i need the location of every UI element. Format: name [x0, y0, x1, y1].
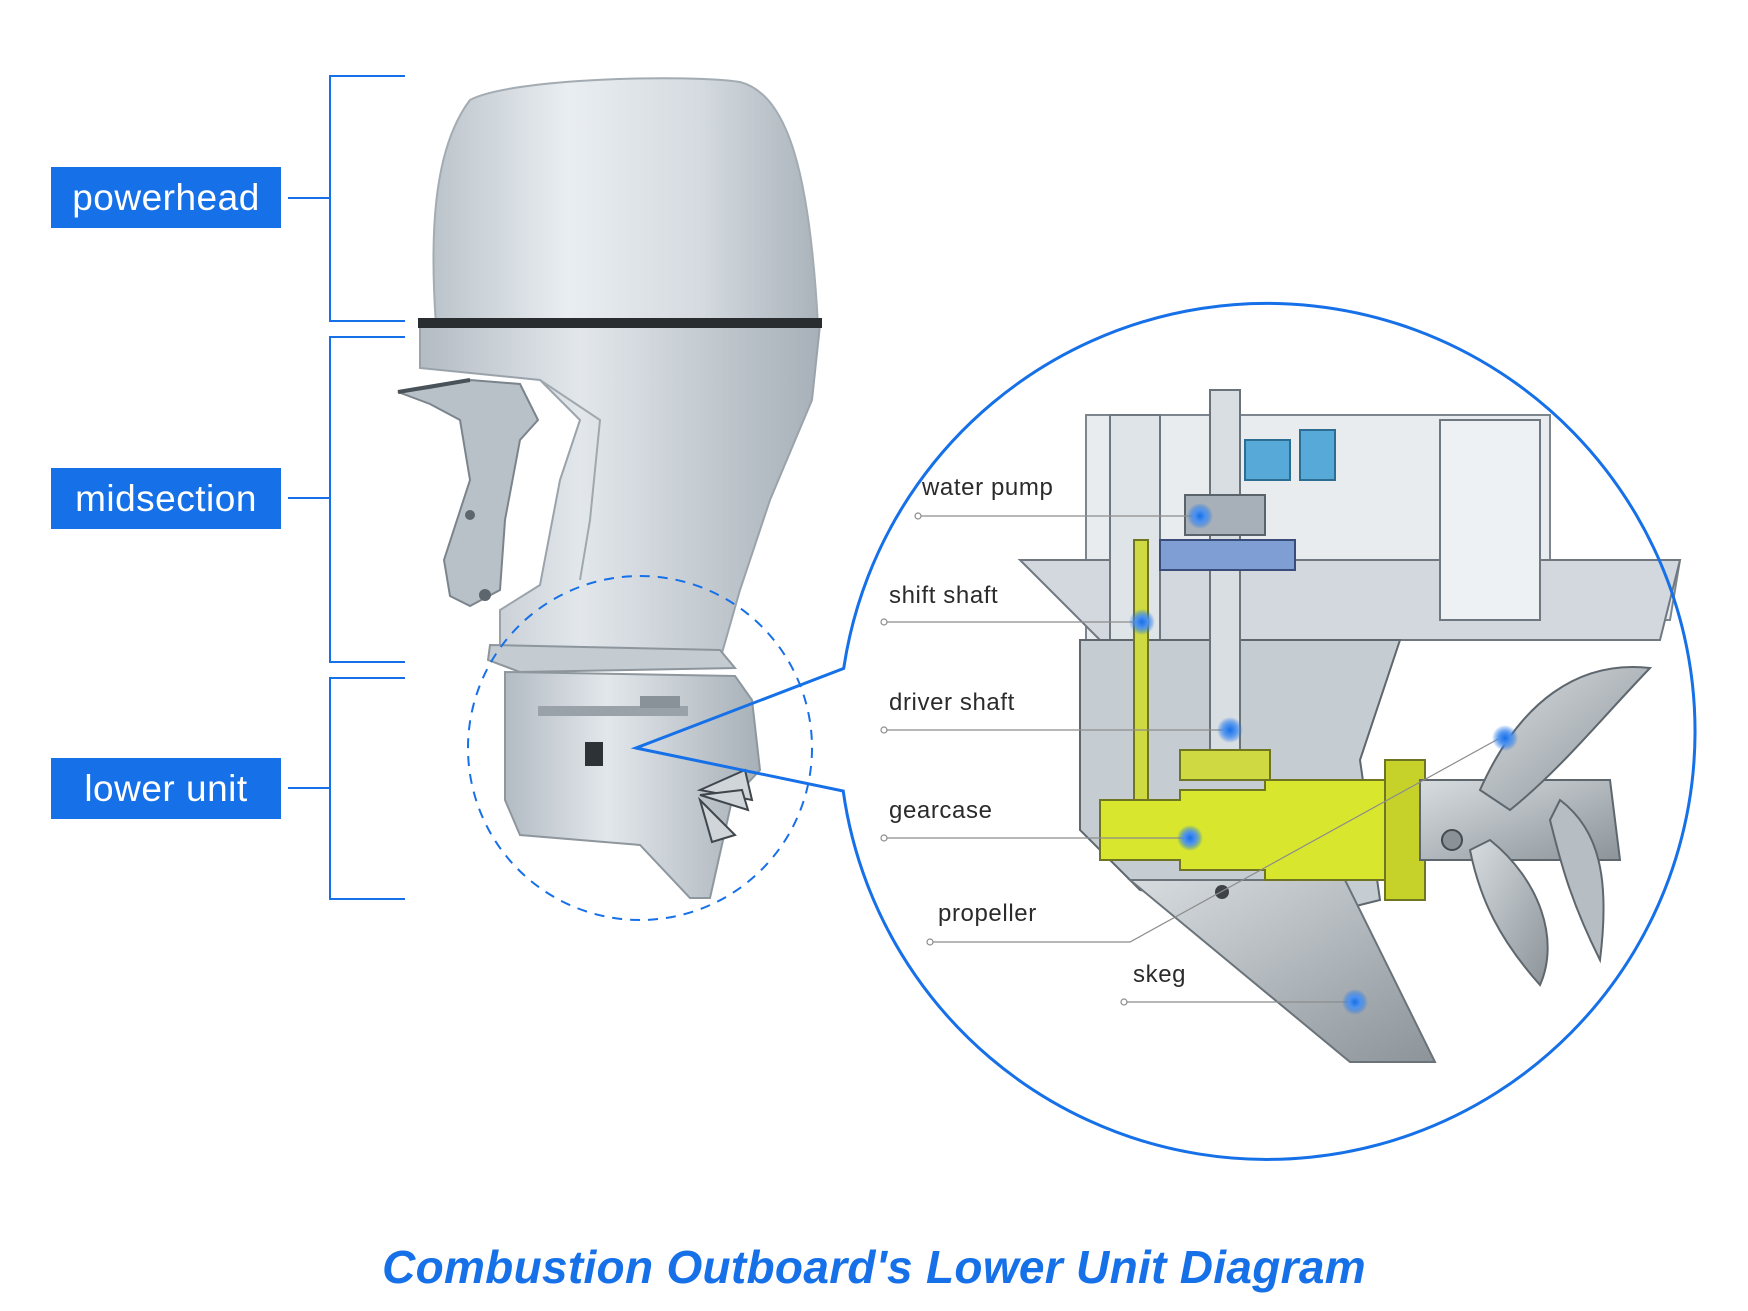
part-label-skeg: skeg — [1133, 961, 1187, 988]
part-label-propeller: propeller — [938, 900, 1037, 927]
driver-shaft-marker — [1217, 717, 1243, 743]
propeller-marker — [1492, 725, 1518, 751]
shift-shaft-marker — [1129, 609, 1155, 635]
section-brackets — [288, 75, 405, 900]
part-marker-dots — [1129, 503, 1518, 1015]
gearcase-marker — [1177, 825, 1203, 851]
powerhead-bracket — [329, 75, 405, 322]
section-label-lower-unit: lower unit — [51, 758, 281, 819]
lower-unit-cutaway-illustration — [630, 290, 1721, 1161]
part-label-water-pump: water pump — [922, 474, 1054, 501]
outboard-motor-illustration — [397, 77, 822, 921]
part-label-gearcase: gearcase — [889, 797, 993, 824]
part-label-shift-shaft: shift shaft — [889, 582, 999, 609]
section-label-powerhead: powerhead — [51, 167, 281, 228]
leader-start-dots — [880, 512, 1128, 1006]
section-label-midsection: midsection — [51, 468, 281, 529]
midsection-bracket — [329, 336, 405, 663]
lower-unit-bracket — [329, 677, 405, 900]
part-label-driver-shaft: driver shaft — [889, 689, 1015, 716]
callout-bubble-outline — [630, 301, 1697, 1161]
zoom-region-circle — [467, 575, 813, 921]
water-pump-marker — [1187, 503, 1213, 529]
page-title: Combustion Outboard's Lower Unit Diagram — [382, 1241, 1366, 1293]
part-leader-lines — [884, 515, 1501, 1003]
skeg-marker — [1342, 989, 1368, 1015]
propeller-leader — [930, 737, 1501, 943]
